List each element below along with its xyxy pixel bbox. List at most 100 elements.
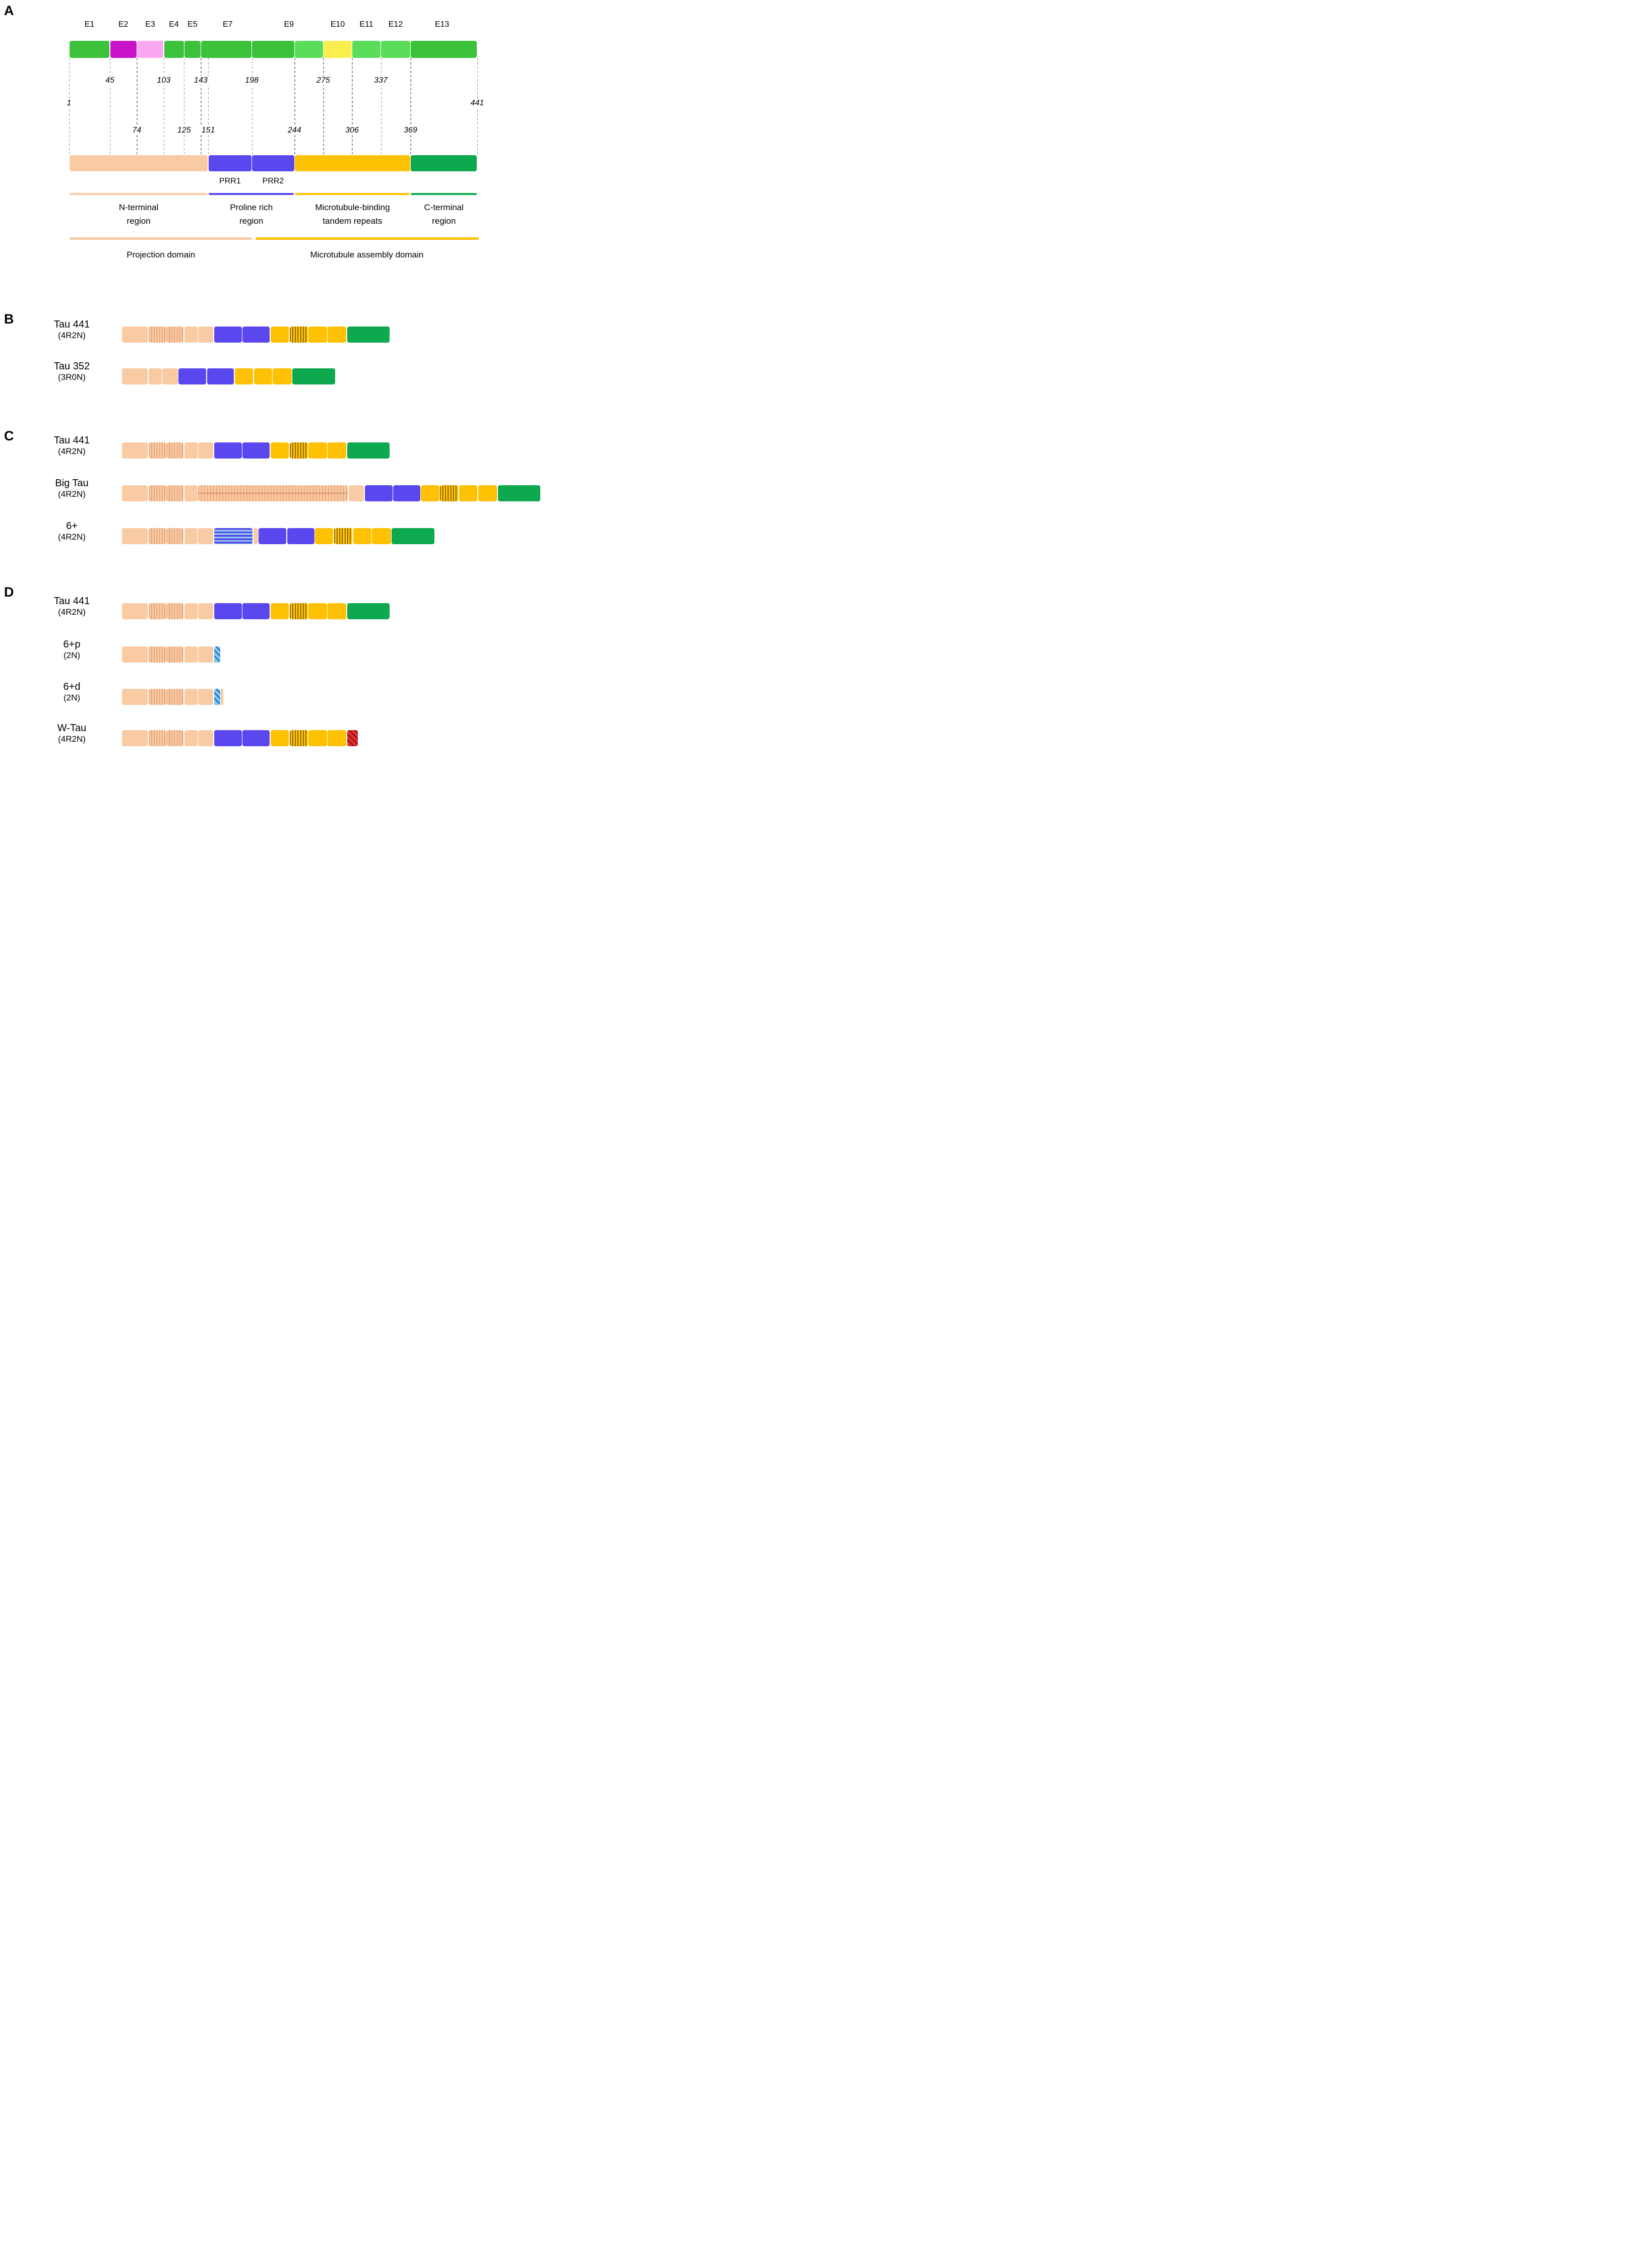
exon-label: E2 [118,20,129,29]
domain-label: Projection domain [126,250,196,260]
isoform-paren: (4R2N) [58,532,86,542]
segment-n-terminal [162,368,178,384]
segment-mt-repeat [270,603,289,619]
segment-mt-repeat [328,603,347,619]
exon-block [184,41,201,58]
segment-mt-repeat [273,368,292,384]
isoform-paren: (2N) [63,693,81,702]
exon-label: E5 [187,20,198,29]
exon-label: E13 [434,20,450,29]
segment-proline-rich [287,528,314,544]
segment-n-insert-striped [166,442,184,459]
region-underline [295,193,410,195]
region-label-line2: region [126,216,151,226]
aa-position-number: 306 [344,126,360,135]
segment-n-terminal [198,689,214,705]
segment-n-terminal [122,646,148,663]
exon-block [324,41,352,58]
exon-block [201,41,251,58]
segment-proline-rich [242,327,270,343]
segment-mt-repeat [308,603,327,619]
segment-n-insert-striped [148,603,166,619]
isoform-paren: (4R2N) [58,489,86,499]
panel-letter-d: D [4,585,14,600]
isoform-label: Tau 352(3R0N) [20,361,123,382]
segment-n-terminal [122,730,148,746]
segment-n-insert-striped [166,327,184,343]
domain-bar-segment [208,155,251,171]
segment-proline-rich [214,442,242,459]
region-underline [70,193,208,195]
panel-letter-a: A [4,3,14,18]
isoform-bar [122,689,223,705]
boundary-dashed-line [323,58,324,154]
segment-n-terminal [198,730,214,746]
aa-position-number: 45 [104,76,116,85]
segment-mt-repeat [328,442,347,459]
isoform-bar [122,368,335,384]
segment-n-terminal [184,646,198,663]
domain-label: Microtubule assembly domain [310,250,424,260]
segment-exon6-insert [214,528,252,544]
isoform-bar [122,485,540,501]
aa-position-number: 1 [65,99,73,108]
segment-c-terminal [347,603,390,619]
segment-proline-rich [242,730,270,746]
segment-c-terminal [347,442,390,459]
segment-n-terminal [198,327,214,343]
isoform-name: W-Tau [57,723,87,734]
segment-n-terminal [198,442,214,459]
segment-r2-repeat-striped [440,485,459,501]
region-label-line1: Proline rich [230,203,273,212]
segment-n-terminal [122,368,148,384]
segment-n-terminal [198,528,214,544]
segment-c-terminal [292,368,335,384]
isoform-bar [122,646,220,663]
segment-red-hatched-cap [347,730,358,746]
segment-proline-rich [259,528,287,544]
domain-underline [256,237,479,240]
boundary-dashed-line [381,58,382,154]
exon-block [110,41,137,58]
segment-n-terminal [184,689,198,705]
segment-n-terminal [184,442,198,459]
segment-r2-repeat-striped [289,730,308,746]
segment-proline-rich [393,485,420,501]
segment-mt-repeat [315,528,334,544]
segment-n-insert-striped [148,528,166,544]
isoform-name: Tau 441 [53,435,90,446]
segment-proline-rich [178,368,207,384]
exon-label: E4 [169,20,179,29]
segment-r2-repeat-striped [289,442,308,459]
isoform-bar [122,327,390,343]
segment-n-insert-striped [148,689,166,705]
isoform-name: 6+p [63,639,81,650]
segment-proline-rich [242,442,270,459]
segment-n-terminal [148,368,162,384]
segment-n-terminal [184,485,198,501]
isoform-bar [122,442,390,459]
prr-label: PRR1 [219,177,241,185]
aa-position-number: 337 [372,76,389,85]
isoform-paren: (4R2N) [58,607,86,617]
boundary-dashed-line [294,58,295,154]
segment-big-tau-insert [198,485,348,501]
isoform-label: Tau 441(4R2N) [20,319,123,341]
aa-position-number: 441 [469,99,486,108]
exon-label: E3 [145,20,155,29]
segment-n-insert-striped [166,603,184,619]
exon-block [411,41,477,58]
isoform-label: Tau 441(4R2N) [20,596,123,617]
boundary-dashed-line [208,58,209,154]
segment-c-terminal [392,528,434,544]
segment-mt-repeat [234,368,254,384]
segment-n-terminal [184,327,198,343]
domain-bar-segment [252,155,294,171]
segment-mt-repeat [308,442,327,459]
segment-n-terminal [184,528,198,544]
segment-mt-repeat [270,730,289,746]
isoform-name: Tau 441 [53,319,90,330]
region-underline [209,193,294,195]
exon-label: E9 [284,20,294,29]
segment-n-insert-striped [166,730,184,746]
